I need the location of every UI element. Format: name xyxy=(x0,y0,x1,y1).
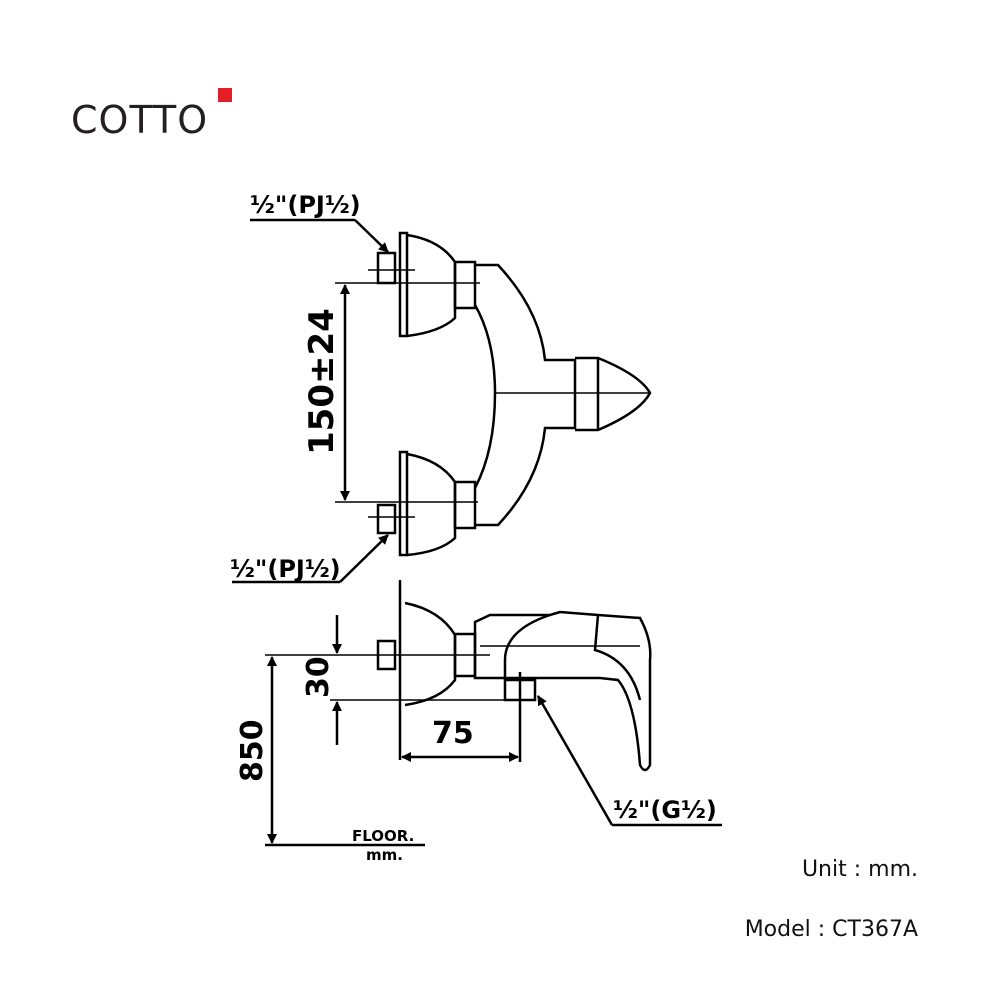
brand-logo-mark xyxy=(218,88,232,102)
outlet-label: ½"(G½) xyxy=(613,796,717,824)
brand-logo: COTTO xyxy=(71,98,209,142)
dim-offset-horizontal: 75 xyxy=(432,716,474,751)
dim-inlet-spacing: 150±24 xyxy=(302,308,342,455)
floor-unit: mm. xyxy=(366,846,403,864)
inlet-bottom-label: ½"(PJ½) xyxy=(230,555,341,583)
floor-label: FLOOR. xyxy=(352,827,414,845)
dim-height: 850 xyxy=(235,719,270,782)
inlet-top-label: ½"(PJ½) xyxy=(250,191,361,219)
dim-offset-vertical: 30 xyxy=(301,656,336,698)
unit-label: Unit : mm. xyxy=(801,857,918,882)
side-view xyxy=(265,580,722,847)
top-view xyxy=(232,218,652,584)
model-label: Model : CT367A xyxy=(744,917,918,942)
